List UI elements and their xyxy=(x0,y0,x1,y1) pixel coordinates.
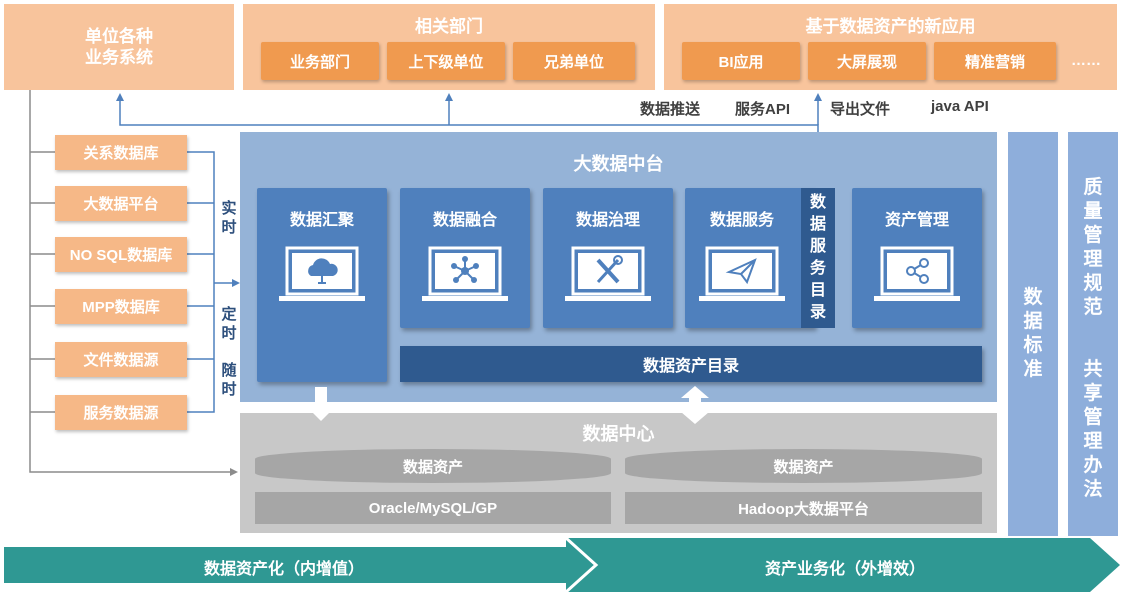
data-service-catalog-label: 数据服务目录 xyxy=(809,194,826,321)
cloud-laptop-icon xyxy=(279,246,365,301)
timing-realtime: 实时 xyxy=(221,200,237,236)
source-nosql-db: NO SQL数据库 xyxy=(55,237,187,272)
left-data-asset: 数据资产 xyxy=(255,449,611,483)
source-mpp-db: MPP数据库 xyxy=(55,289,187,324)
interface-java-api: java API xyxy=(931,98,989,115)
hadoop-platform: Hadoop大数据平台 xyxy=(625,492,982,524)
app-bi: BI应用 xyxy=(682,42,800,80)
down-arrow-icon xyxy=(307,387,335,421)
module-asset-management-title: 资产管理 xyxy=(884,212,949,229)
dept-sibling: 兄弟单位 xyxy=(513,42,635,80)
interface-service-api: 服务API xyxy=(735,101,791,118)
unit-systems-label: 单位各种 业务系统 xyxy=(85,27,153,67)
module-data-governance: 数据治理 xyxy=(543,188,673,328)
timing-scheduled: 定时 xyxy=(221,306,237,342)
right-data-asset: 数据资产 xyxy=(625,449,982,483)
oracle-mysql-gp: Oracle/MySQL/GP xyxy=(255,492,611,524)
data-service-catalog: 数据服务目录 xyxy=(801,188,835,328)
module-data-governance-title: 数据治理 xyxy=(575,212,640,229)
bidirectional-arrow-icon xyxy=(681,386,709,424)
app-more: …… xyxy=(1071,52,1101,69)
quality-management-label: 质量管理规范 xyxy=(1083,177,1103,318)
data-standard-label: 数据标准 xyxy=(1023,287,1043,380)
interface-push: 数据推送 xyxy=(640,101,701,118)
paper-plane-laptop-icon xyxy=(699,246,785,301)
data-asset-catalog-label: 数据资产目录 xyxy=(642,358,739,375)
data-standard-column: 数据标准 xyxy=(1008,132,1058,536)
source-relational-db: 关系数据库 xyxy=(55,135,187,170)
bottom-right-label: 资产业务化（外增效） xyxy=(764,561,925,578)
unit-systems-box: 单位各种 业务系统 xyxy=(4,4,234,90)
app-big-screen: 大屏展现 xyxy=(808,42,926,80)
app-precision-marketing: 精准营销 xyxy=(934,42,1056,80)
module-data-aggregation-title: 数据汇聚 xyxy=(289,212,354,229)
module-asset-management: 资产管理 xyxy=(852,188,982,328)
module-data-aggregation: 数据汇聚 xyxy=(257,188,387,382)
dept-superior-subordinate: 上下级单位 xyxy=(387,42,505,80)
new-apps-title: 基于数据资产的新应用 xyxy=(805,17,976,36)
network-laptop-icon xyxy=(422,246,508,301)
module-data-fusion: 数据融合 xyxy=(400,188,530,328)
interface-export: 导出文件 xyxy=(830,101,891,118)
source-file-data: 文件数据源 xyxy=(55,342,187,377)
management-column: 质量管理规范 共享管理办法 xyxy=(1068,132,1118,536)
source-service-data: 服务数据源 xyxy=(55,395,187,430)
module-data-service: 数据服务 xyxy=(685,188,815,328)
related-departments-box: 相关部门 业务部门 上下级单位 兄弟单位 xyxy=(243,4,655,90)
module-data-service-title: 数据服务 xyxy=(709,212,774,229)
dept-business: 业务部门 xyxy=(261,42,379,80)
related-departments-title: 相关部门 xyxy=(415,17,483,36)
data-asset-catalog: 数据资产目录 xyxy=(400,346,982,382)
new-apps-box: 基于数据资产的新应用 BI应用 大屏展现 精准营销 …… xyxy=(664,4,1117,90)
module-data-fusion-title: 数据融合 xyxy=(432,212,497,229)
bottom-left-label: 数据资产化（内增值） xyxy=(203,561,364,578)
source-big-data-platform: 大数据平台 xyxy=(55,186,187,221)
big-data-platform-title: 大数据中台 xyxy=(573,154,664,174)
bottom-flow-arrows xyxy=(4,538,1120,594)
tools-laptop-icon xyxy=(565,246,651,301)
share-laptop-icon xyxy=(874,246,960,301)
timing-anytime: 随时 xyxy=(221,362,237,398)
sharing-management-label: 共享管理办法 xyxy=(1083,359,1103,500)
